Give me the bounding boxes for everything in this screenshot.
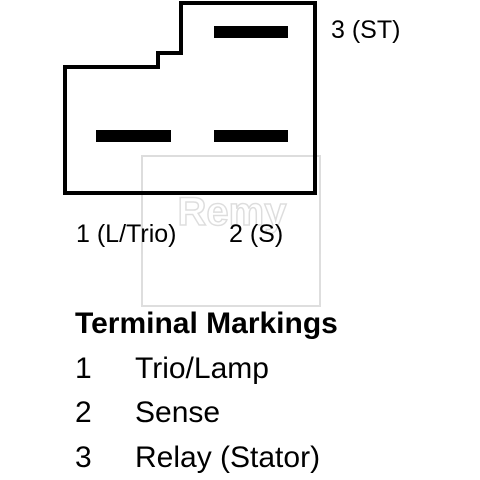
legend-row-1-text: Trio/Lamp xyxy=(135,352,269,385)
connector-housing xyxy=(63,1,317,195)
terminal-1-label: 1 (L/Trio) xyxy=(76,220,177,248)
legend-row-2-number: 2 xyxy=(75,396,92,429)
terminal-3-blade xyxy=(214,26,288,38)
legend-row-3-text: Relay (Stator) xyxy=(135,441,321,474)
legend-row-3-number: 3 xyxy=(75,441,92,474)
legend-row-1-number: 1 xyxy=(75,352,92,385)
watermark-text: Remy xyxy=(178,190,288,234)
watermark: Remy xyxy=(141,155,321,307)
legend-row-2-text: Sense xyxy=(135,396,221,429)
terminal-2-label: 2 (S) xyxy=(229,220,284,248)
legend-heading: Terminal Markings xyxy=(75,307,338,340)
terminal-2-blade xyxy=(214,130,288,142)
terminal-3-label: 3 (ST) xyxy=(331,16,401,44)
terminal-1-blade xyxy=(96,130,171,142)
